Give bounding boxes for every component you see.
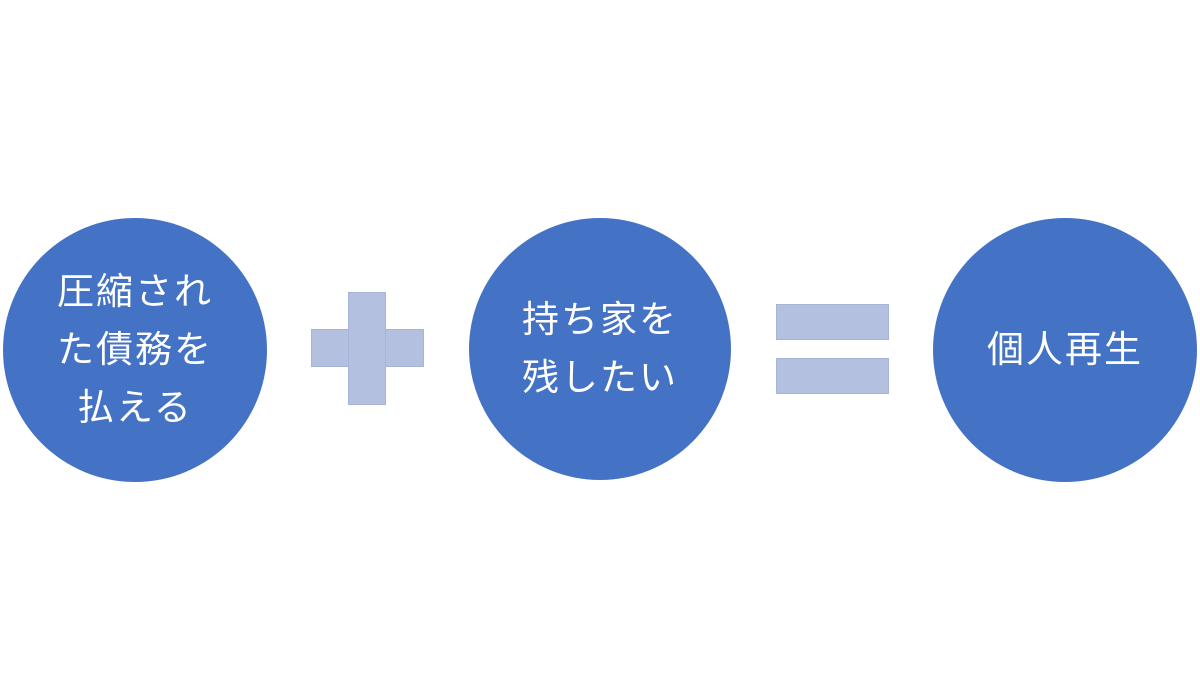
- term-circle-compressed-debt: 圧縮され た債務を 払える: [3, 218, 267, 482]
- result-line-1: 個人再生: [987, 328, 1143, 371]
- equals-icon-top-bar: [776, 304, 889, 340]
- equals-icon-bottom-bar: [776, 358, 889, 394]
- term-1-line-1: 圧縮され: [57, 270, 213, 313]
- term-1-line-3: 払える: [77, 386, 193, 429]
- term-circle-keep-house: 持ち家を 残したい: [469, 218, 731, 480]
- term-1-line-2: た債務を: [57, 328, 213, 371]
- plus-icon-vertical-bar: [348, 292, 386, 405]
- term-2-line-2: 残したい: [522, 356, 678, 399]
- result-circle-individual-rehabilitation: 個人再生: [933, 218, 1197, 482]
- term-2-line-1: 持ち家を: [522, 298, 678, 341]
